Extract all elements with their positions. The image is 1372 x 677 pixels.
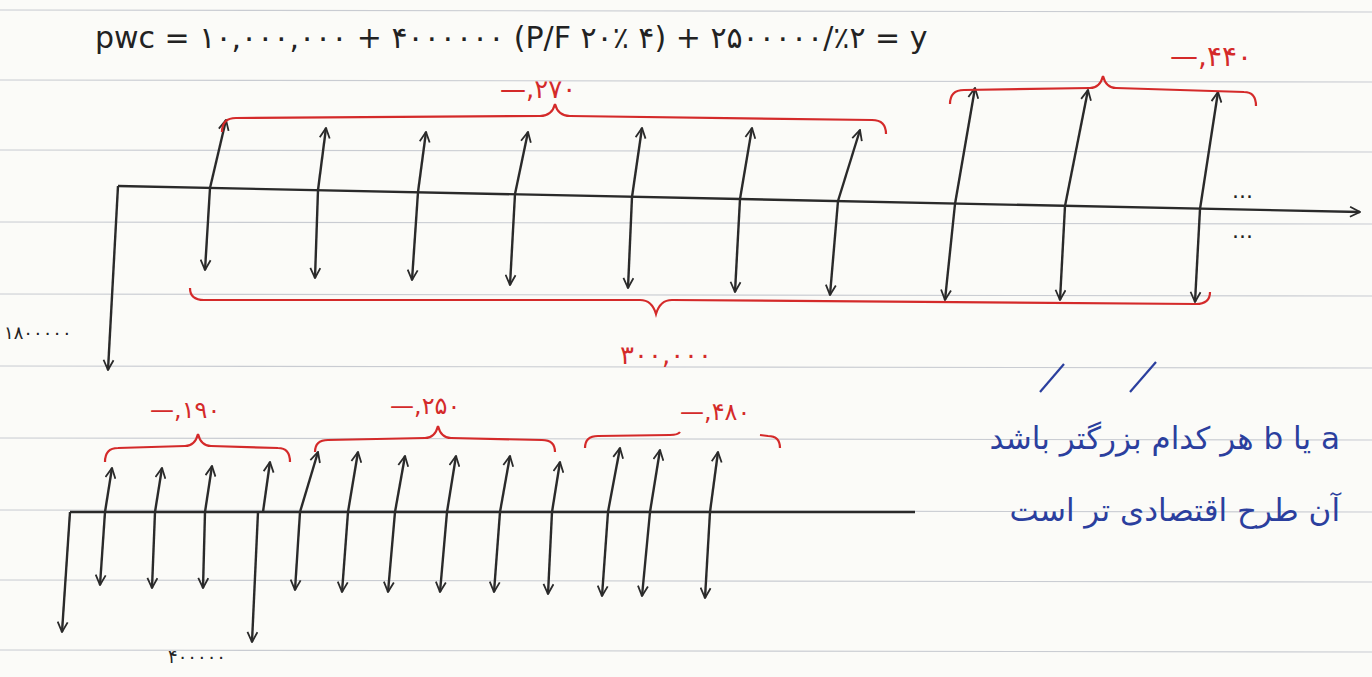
red-braces (105, 76, 1256, 462)
annual-amount: ۴۸۰,— (680, 398, 750, 427)
bottom-cash-flow (62, 448, 915, 642)
continuation-dots: ... (1232, 178, 1253, 204)
annual-amount: ۴۴۰,— (1170, 40, 1252, 74)
continuation-dots: ... (1232, 218, 1253, 244)
annual-amount: ۱۹۰,— (150, 396, 220, 425)
top-cash-flow (108, 88, 1360, 370)
overhaul-cost: ۴۰۰۰۰۰ (168, 646, 226, 668)
annual-amount: ۲۵۰,— (390, 392, 460, 421)
annual-amount: ۲۷۰,— (500, 74, 576, 105)
initial-cost: ۱۸۰۰۰۰۰ (4, 322, 72, 344)
blue-slashes (1040, 362, 1156, 392)
ruled-lines (0, 10, 1372, 652)
annual-cost: ۳۰۰,۰۰۰ (620, 340, 712, 371)
decision-note: a یا b هر کدام بزرگتر باشد آن طرح اقتصاد… (950, 402, 1340, 546)
pw-formula: pwc = ۱۰,۰۰۰,۰۰۰ + ۴۰۰۰۰۰۰ (P/F ۲۰٪ ۴) +… (95, 20, 928, 56)
